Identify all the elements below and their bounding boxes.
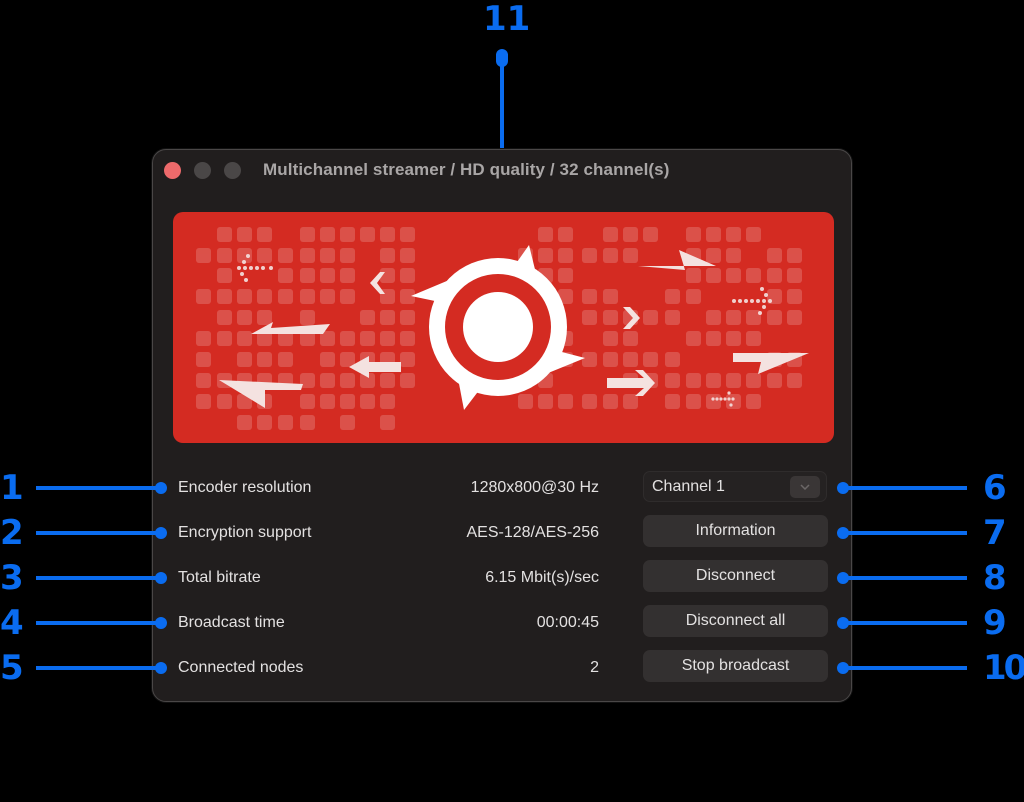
- annotation-1-dot: [155, 482, 167, 494]
- annotation-2-line: [36, 531, 160, 535]
- annotation-11-line: [500, 60, 504, 155]
- dotted-arrow-right-icons: [711, 287, 772, 407]
- stop-broadcast-button[interactable]: Stop broadcast: [643, 650, 828, 682]
- disconnect-all-button[interactable]: Disconnect all: [643, 605, 828, 637]
- annotation-11-dot: [496, 49, 508, 67]
- annotation-4-dot: [155, 617, 167, 629]
- arrow-right-icons: [607, 250, 809, 396]
- dotted-arrow-left-icon: [237, 254, 273, 282]
- annotation-3-line: [36, 576, 160, 580]
- annotation-2: 2: [0, 513, 24, 553]
- broadcast-time-label: Broadcast time: [178, 614, 285, 631]
- banner-graphic: [196, 227, 809, 430]
- total-bitrate-label: Total bitrate: [178, 569, 261, 586]
- annotation-2-dot: [155, 527, 167, 539]
- annotation-10-line: [843, 666, 967, 670]
- total-bitrate-value: 6.15 Mbit(s)/sec: [485, 569, 599, 586]
- channel-select-value: Channel 1: [652, 478, 725, 495]
- encryption-support-label: Encryption support: [178, 524, 312, 541]
- annotation-8: 8: [983, 558, 1007, 598]
- encryption-support-value: AES-128/AES-256: [466, 524, 599, 541]
- broadcast-time-value: 00:00:45: [536, 614, 599, 631]
- information-button[interactable]: Information: [643, 515, 828, 547]
- annotation-11: 11: [483, 0, 531, 39]
- encoder-resolution-value: 1280x800@30 Hz: [470, 479, 599, 496]
- annotation-10: 10: [983, 648, 1024, 688]
- streamer-window: Multichannel streamer / HD quality / 32 …: [152, 149, 852, 702]
- annotation-1: 1: [0, 468, 24, 508]
- annotation-6-line: [843, 486, 967, 490]
- chevron-down-icon[interactable]: [790, 476, 820, 498]
- annotation-5-dot: [155, 662, 167, 674]
- connected-nodes-label: Connected nodes: [178, 659, 304, 676]
- annotation-3-dot: [155, 572, 167, 584]
- annotation-9-line: [843, 621, 967, 625]
- close-window-button[interactable]: [164, 162, 181, 179]
- title-bar: Multichannel streamer / HD quality / 32 …: [153, 150, 851, 190]
- annotation-9: 9: [983, 603, 1007, 643]
- annotation-7: 7: [983, 513, 1007, 553]
- maximize-window-button[interactable]: [224, 162, 241, 179]
- annotation-5-line: [36, 666, 160, 670]
- streamer-logo-icon: [411, 245, 585, 410]
- annotation-3: 3: [0, 558, 24, 598]
- connected-nodes-value: 2: [590, 659, 599, 676]
- annotation-1-line: [36, 486, 160, 490]
- annotation-4: 4: [0, 603, 24, 643]
- annotation-8-line: [843, 576, 967, 580]
- disconnect-button[interactable]: Disconnect: [643, 560, 828, 592]
- banner-image: [173, 212, 834, 443]
- annotation-5: 5: [0, 648, 24, 688]
- annotation-6: 6: [983, 468, 1007, 508]
- channel-select[interactable]: Channel 1: [643, 471, 827, 502]
- minimize-window-button[interactable]: [194, 162, 211, 179]
- annotation-7-line: [843, 531, 967, 535]
- annotation-4-line: [36, 621, 160, 625]
- encoder-resolution-label: Encoder resolution: [178, 479, 312, 496]
- window-title: Multichannel streamer / HD quality / 32 …: [263, 160, 670, 179]
- arrow-left-icons: [219, 272, 401, 408]
